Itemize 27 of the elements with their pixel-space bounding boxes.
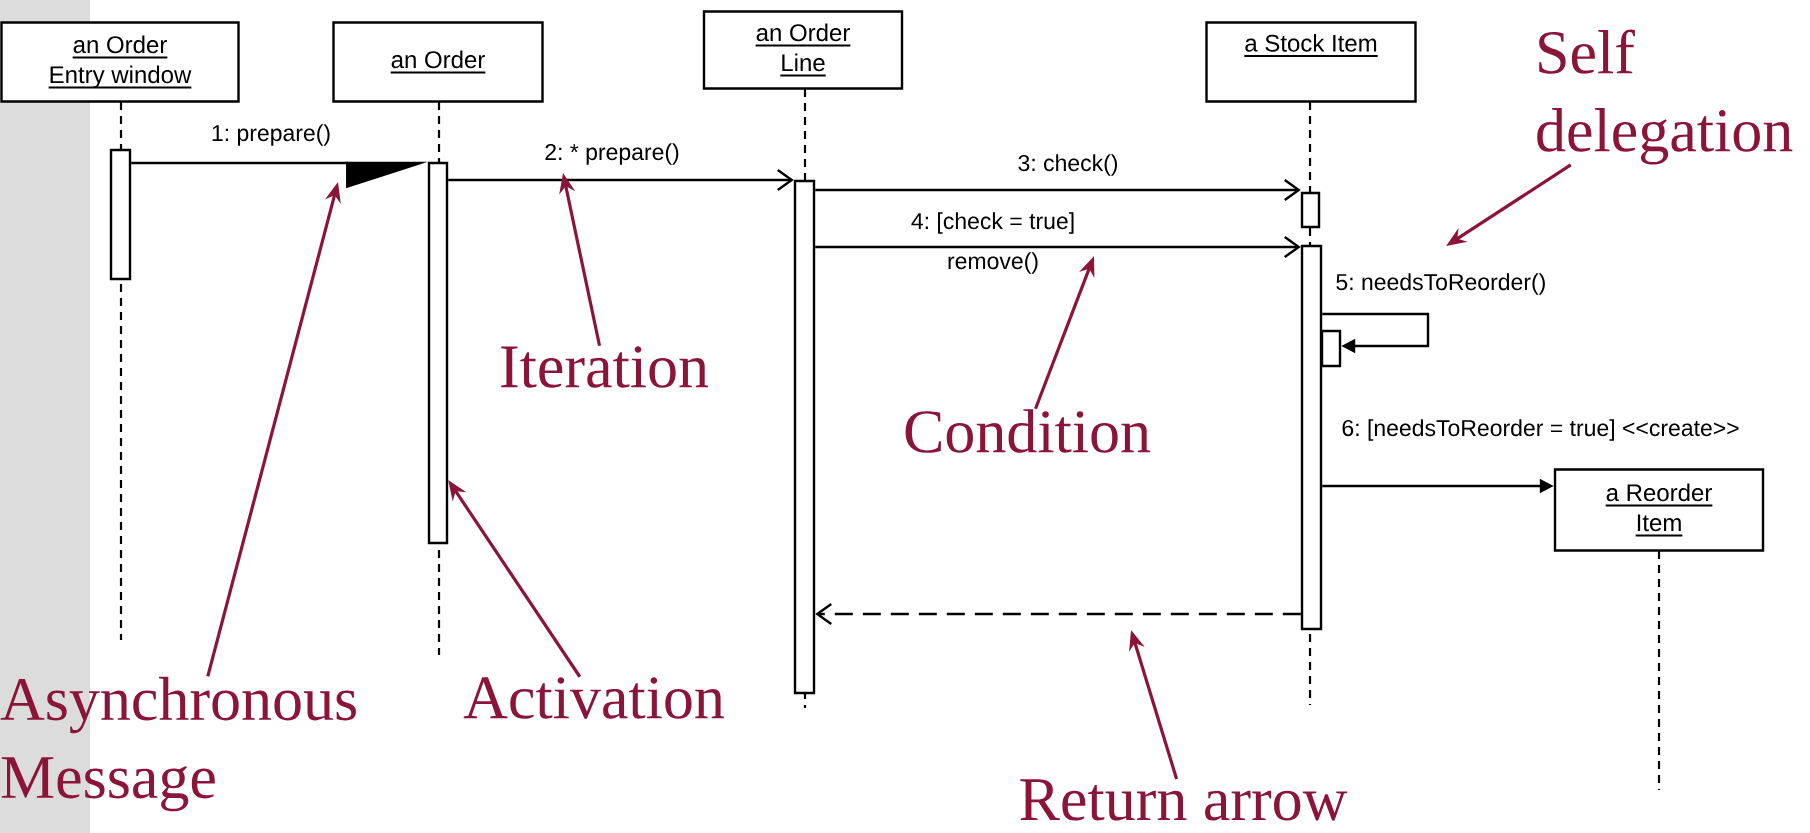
annotation-label: Self delegation xyxy=(1537,29,1793,165)
activation-bar xyxy=(1320,329,1342,368)
message-arrow xyxy=(815,179,1301,201)
activation-bar xyxy=(1300,191,1321,229)
edge-label: 4: [check = true] remove() xyxy=(911,212,1074,274)
object-box: an Order Entry window xyxy=(0,21,240,103)
edge-label: 3: check() xyxy=(1015,152,1121,178)
message-arrow xyxy=(815,236,1301,258)
object-box: an Order Line xyxy=(702,10,904,90)
activation-bar xyxy=(109,148,132,281)
edge-label: 1: prepare() xyxy=(208,122,334,148)
activation-bar xyxy=(793,179,816,695)
annotation-label: Return arrow xyxy=(1020,779,1348,821)
message-arrow xyxy=(448,169,794,191)
self-call-arrow xyxy=(1322,312,1430,354)
object-box: an Order xyxy=(332,21,544,103)
activation-bar xyxy=(427,161,449,545)
annotation-label: Condition xyxy=(905,409,1151,453)
object-box: a Reorder Item xyxy=(1553,468,1765,552)
edge-label: 6: [needsToReorder = true] <<create>> xyxy=(1342,419,1739,441)
object-box: a Stock Item xyxy=(1205,21,1417,103)
edge-label: 5: needsToReorder() xyxy=(1333,271,1549,297)
annotation-label: Asynchronous Message xyxy=(0,676,356,812)
edge-label: 2: * prepare() xyxy=(542,141,682,167)
annotation-label: Iteration xyxy=(501,346,709,388)
return-arrow xyxy=(815,603,1301,625)
annotation-label: Activation xyxy=(463,677,724,719)
